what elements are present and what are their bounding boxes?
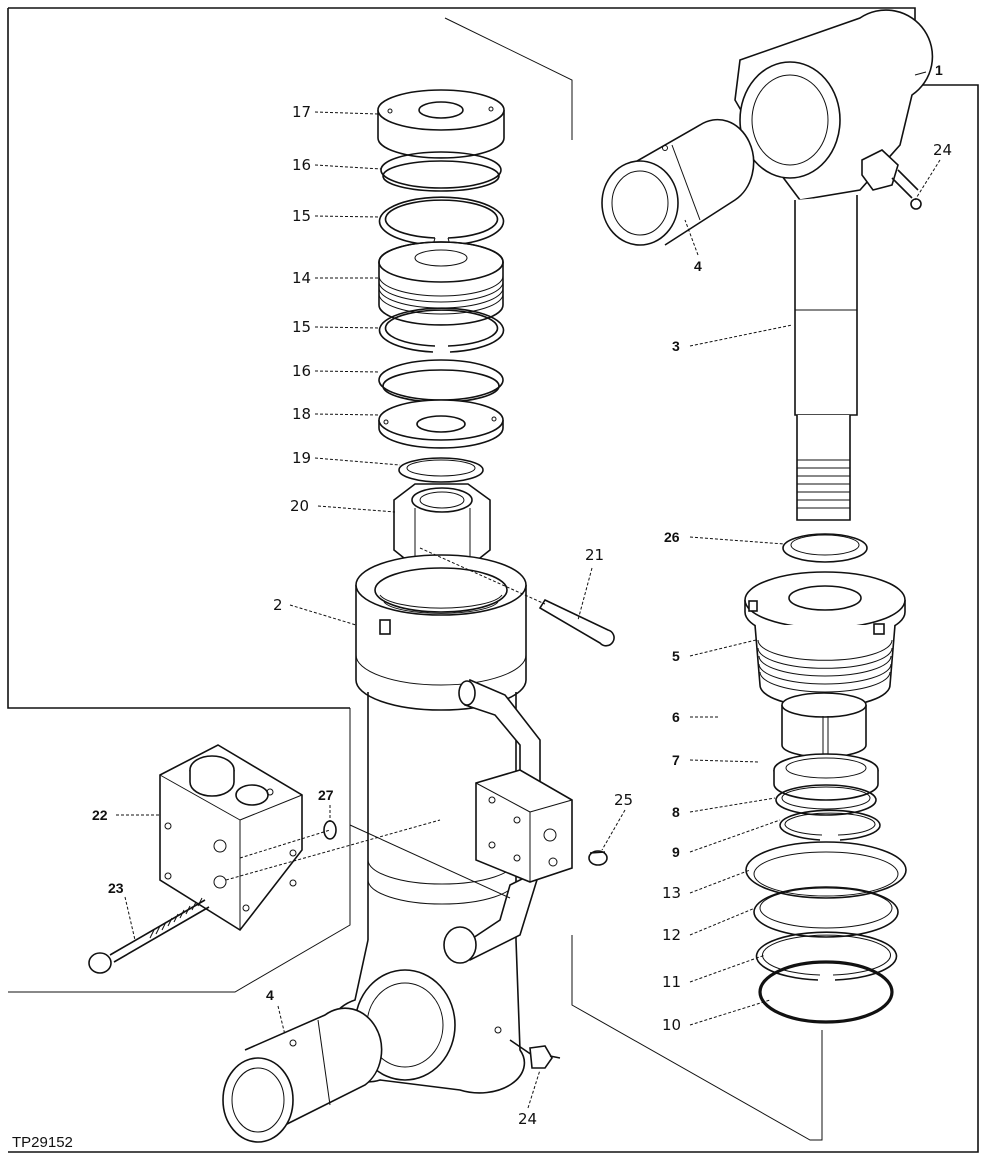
leader-lines	[116, 71, 941, 1109]
part-5-gland	[744, 571, 906, 708]
callout-3: 3	[672, 338, 680, 354]
part-9-snap-ring	[779, 809, 881, 841]
callout-4-bottom: 4	[266, 987, 274, 1003]
part-20-hex-nut	[393, 483, 491, 567]
figure-id: TP29152	[12, 1134, 73, 1151]
callout-27: 27	[318, 787, 334, 803]
part-25-plug	[588, 850, 608, 866]
callout-24-top: 24	[933, 141, 952, 159]
part-14-piston	[378, 241, 504, 326]
part-27-o-ring	[323, 820, 337, 840]
part-7-ring	[773, 753, 879, 801]
frame-lines	[7, 7, 979, 1153]
part-19-ring	[398, 457, 484, 483]
callout-13: 13	[662, 884, 681, 902]
callout-14: 14	[292, 269, 311, 287]
part-21-cotter-pin	[419, 547, 615, 647]
callout-11: 11	[662, 973, 681, 991]
part-16-ring-lower	[378, 359, 504, 403]
callout-10: 10	[662, 1016, 681, 1034]
part-8-ring	[775, 784, 877, 816]
callout-7: 7	[672, 752, 680, 768]
callout-15-lower: 15	[292, 318, 311, 336]
part-10-o-ring	[758, 960, 894, 1024]
part-16-ring-upper	[380, 151, 502, 192]
callout-2: 2	[273, 596, 283, 614]
part-18-washer	[378, 399, 504, 449]
part-13-backup-ring	[745, 841, 907, 899]
callout-16-lower: 16	[292, 362, 311, 380]
part-3-piston-rod	[734, 9, 934, 521]
part-17-end-plate	[377, 89, 505, 159]
callout-16-upper: 16	[292, 156, 311, 174]
callout-9: 9	[672, 844, 680, 860]
part-15-split-ring-upper	[378, 196, 505, 246]
callout-18: 18	[292, 405, 311, 423]
callout-24-bottom: 24	[518, 1110, 537, 1128]
part-4-bushing-top	[601, 118, 755, 246]
part-22-valve-block	[159, 744, 441, 932]
callout-17: 17	[292, 103, 311, 121]
callout-19: 19	[292, 449, 311, 467]
part-12-seal	[753, 886, 899, 938]
part-6-bushing	[781, 692, 867, 758]
part-15-split-ring-lower	[378, 307, 505, 353]
callout-12: 12	[662, 926, 681, 944]
callout-20: 20	[290, 497, 309, 515]
part-24-grease-fitting-top	[861, 149, 922, 210]
part-11-split-ring	[755, 931, 898, 981]
callout-4-top: 4	[694, 258, 702, 274]
mount-guide-line	[349, 824, 511, 899]
callout-1: 1	[935, 62, 943, 78]
part-4-bushing-bottom	[222, 1007, 383, 1143]
part-26-seal-ring	[782, 533, 868, 563]
callout-22: 22	[92, 807, 108, 823]
callout-labels: 17 16 15 14 15 16 18 19 20 2 21 22 27 23…	[12, 62, 952, 1151]
callout-15-upper: 15	[292, 207, 311, 225]
tube-flange-block	[475, 769, 573, 883]
callout-23: 23	[108, 880, 124, 896]
callout-26: 26	[664, 529, 680, 545]
callout-5: 5	[672, 648, 680, 664]
callout-25: 25	[614, 791, 633, 809]
callout-8: 8	[672, 804, 680, 820]
part-23-cap-screw	[88, 897, 210, 974]
part-24-grease-fitting-bottom	[509, 1039, 561, 1069]
callout-21: 21	[585, 546, 604, 564]
callout-6: 6	[672, 709, 680, 725]
